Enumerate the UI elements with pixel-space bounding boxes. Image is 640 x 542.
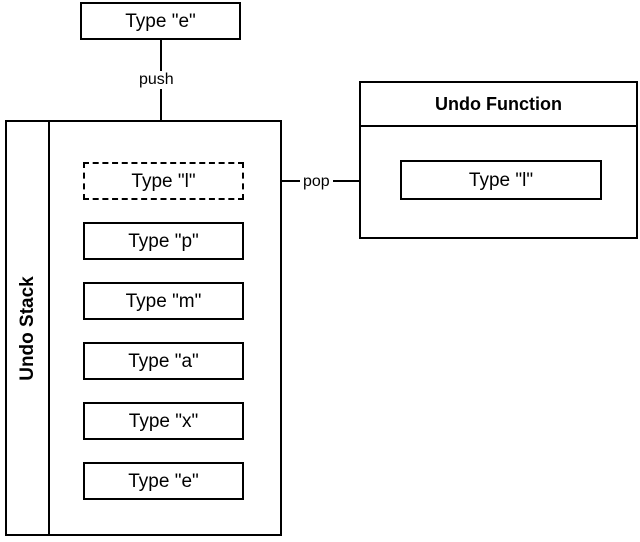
- stack-item-label: Type "l": [131, 170, 196, 192]
- undo-stack-container: Undo Stack Type "l" Type "p" Type "m" Ty…: [5, 120, 282, 536]
- undo-function-title: Undo Function: [435, 94, 562, 114]
- undo-function-panel: Undo Function Type "l": [359, 81, 638, 239]
- stack-item-label: Type "p": [128, 230, 199, 252]
- stack-item-label: Type "e": [128, 470, 199, 492]
- stack-item-4[interactable]: Type "x": [83, 402, 244, 440]
- stack-item-2[interactable]: Type "m": [83, 282, 244, 320]
- stack-item-label: Type "x": [128, 410, 199, 432]
- stack-item-3[interactable]: Type "a": [83, 342, 244, 380]
- pop-edge-label: pop: [300, 173, 333, 191]
- stack-item-1[interactable]: Type "p": [83, 222, 244, 260]
- undo-stack-title: Undo Stack: [7, 122, 48, 534]
- stack-item-5[interactable]: Type "e": [83, 462, 244, 500]
- stack-item-0[interactable]: Type "l": [83, 162, 244, 200]
- push-source-box[interactable]: Type "e": [80, 2, 241, 40]
- stack-item-label: Type "a": [128, 350, 199, 372]
- stack-item-label: Type "m": [125, 290, 202, 312]
- undo-function-item[interactable]: Type "l": [400, 160, 602, 200]
- push-source-label: Type "e": [125, 10, 196, 32]
- push-edge-label: push: [136, 71, 177, 89]
- undo-function-item-label: Type "l": [468, 169, 534, 191]
- undo-stack-title-text: Undo Stack: [17, 275, 38, 381]
- undo-stack-divider: [48, 122, 50, 534]
- undo-function-header-rule: [361, 125, 636, 127]
